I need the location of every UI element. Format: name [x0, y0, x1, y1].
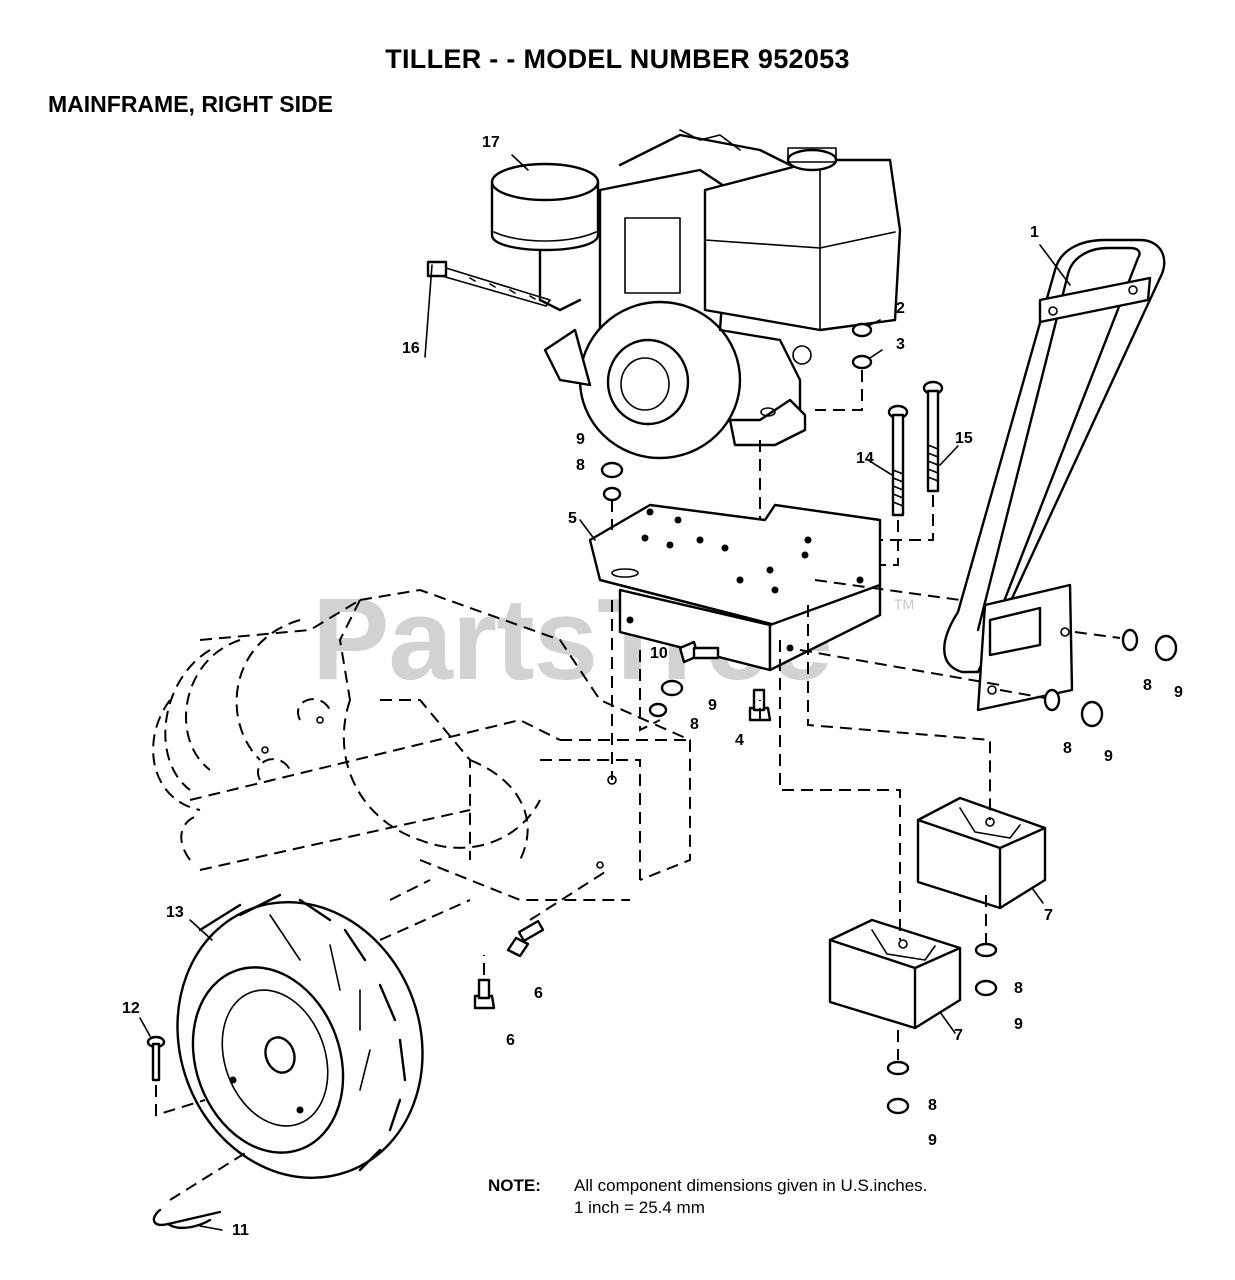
callout-14: 14	[856, 450, 874, 467]
engine-mount-bracket	[588, 503, 882, 672]
carriage-bolts	[887, 380, 944, 517]
clevis-pin	[146, 1035, 166, 1082]
wheel-assembly	[176, 893, 424, 1180]
note-line-2: 1 inch = 25.4 mm	[574, 1198, 705, 1217]
callout-8-handle-lower: 8	[1063, 740, 1072, 757]
engine	[490, 129, 902, 460]
callout-6-upper: 6	[534, 985, 543, 1002]
callout-8-handle-upper: 8	[1143, 677, 1152, 694]
callout-16: 16	[402, 340, 420, 357]
callout-15: 15	[955, 430, 973, 447]
diagram-title: TILLER - - MODEL NUMBER 952053	[385, 44, 850, 74]
callout-7-upper: 7	[1044, 907, 1053, 924]
callout-12: 12	[122, 1000, 140, 1017]
handle-frame	[943, 238, 1166, 712]
callout-1: 1	[1030, 224, 1039, 241]
callout-10: 10	[650, 645, 668, 662]
callout-9-engine: 9	[576, 431, 585, 448]
callout-9-handle-upper: 9	[1174, 684, 1183, 701]
callout-9-weight-upper: 9	[1014, 1016, 1023, 1033]
callout-4: 4	[735, 732, 744, 749]
callout-7-lower: 7	[954, 1027, 963, 1044]
callout-3: 3	[896, 336, 905, 353]
hardware-bolts	[473, 640, 772, 1010]
callout-9-bracket: 9	[708, 697, 717, 714]
callout-9-weight-lower: 9	[928, 1132, 937, 1149]
wheel-weights	[828, 796, 1047, 1030]
callout-17: 17	[482, 134, 500, 151]
callout-8-bracket: 8	[690, 716, 699, 733]
callout-8-engine: 8	[576, 457, 585, 474]
cable-tie	[426, 260, 551, 307]
watermark-trademark: TM	[894, 596, 915, 612]
note-label: NOTE:	[488, 1176, 541, 1195]
assembly-guide-lines	[155, 370, 1121, 1201]
callout-8-weight-lower: 8	[928, 1097, 937, 1114]
callout-leaders	[139, 154, 1071, 1231]
callout-5: 5	[568, 510, 577, 527]
callout-8-weight-upper: 8	[1014, 980, 1023, 997]
callout-9-handle-lower: 9	[1104, 748, 1113, 765]
note-line-1: All component dimensions given in U.S.in…	[574, 1176, 928, 1195]
dimensions-note: NOTE: All component dimensions given in U…	[488, 1175, 928, 1217]
hairpin-clip	[152, 1208, 222, 1230]
tine-assembly-reference	[152, 588, 691, 941]
callout-11: 11	[232, 1222, 249, 1239]
callout-2: 2	[896, 300, 905, 317]
callout-6-lower: 6	[506, 1032, 515, 1049]
callout-13: 13	[166, 904, 184, 921]
diagram-subtitle: MAINFRAME, RIGHT SIDE	[48, 91, 333, 117]
